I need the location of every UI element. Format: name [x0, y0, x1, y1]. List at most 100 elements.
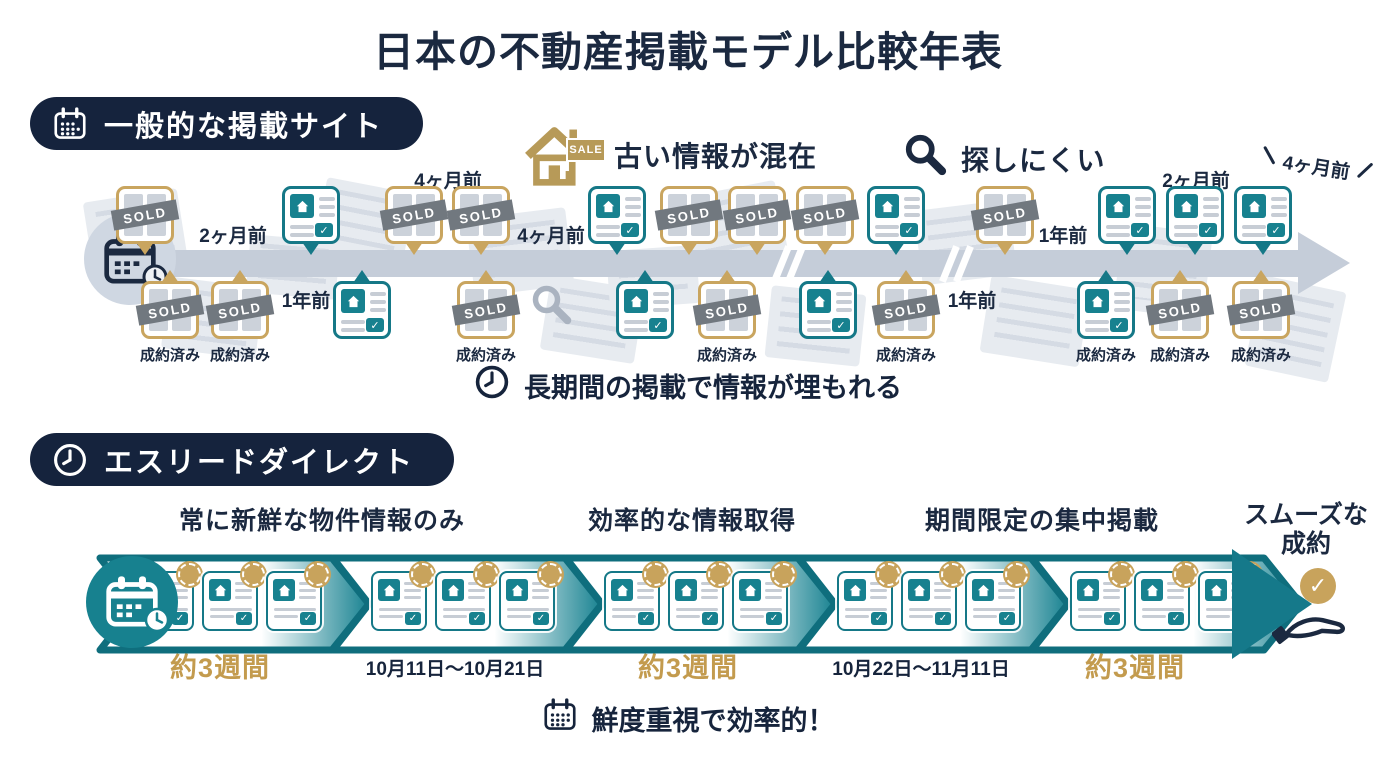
- new-badge-icon: [306, 563, 329, 586]
- house-icon: [290, 194, 314, 218]
- new-badge-icon: [1005, 563, 1028, 586]
- check-icon: ✓: [300, 612, 316, 625]
- house-icon: [624, 289, 648, 313]
- timeline-arrowhead: [1298, 232, 1350, 294]
- sold-card: SOLD: [871, 270, 941, 339]
- card-pointer: [302, 242, 320, 255]
- check-icon: ✓: [1199, 223, 1217, 237]
- listing-card: ✓: [282, 186, 340, 255]
- card-pointer: [1254, 242, 1272, 255]
- sale-sign-label: SALE: [566, 138, 606, 162]
- house-icon: [209, 579, 231, 601]
- check-icon: ✓: [315, 223, 333, 237]
- duration-label: 約3週間: [169, 653, 271, 683]
- sold-card: SOLD: [379, 186, 449, 255]
- section1-footer: 長期間の掲載で情報が埋もれる: [0, 364, 1376, 407]
- fresh-listing-card: ✓: [202, 563, 265, 631]
- new-badge-icon: [772, 563, 795, 586]
- check-icon: ✓: [1267, 223, 1285, 237]
- check-icon: ✓: [900, 223, 918, 237]
- card-pointer: [1097, 270, 1115, 283]
- sold-card: SOLD: [135, 270, 205, 339]
- page-title: 日本の不動産掲載モデル比較年表: [373, 29, 1003, 75]
- section1-header: 一般的な掲載サイト: [30, 97, 424, 150]
- card-pointer: [680, 242, 698, 255]
- sold-card: SOLD: [722, 186, 792, 255]
- contracted-label: 成約済み: [1230, 347, 1291, 364]
- house-icon: [972, 579, 994, 601]
- phase-title: 効率的な情報取得: [587, 507, 797, 535]
- check-icon: ✓: [832, 318, 850, 332]
- section2-header: エスリードダイレクト: [30, 433, 455, 486]
- check-icon: ✓: [236, 612, 252, 625]
- house-icon: [442, 579, 464, 601]
- annotation-old-info-label: 古い情報が混在: [614, 141, 818, 172]
- timeline-segment: ✓✓✓: [329, 554, 609, 654]
- check-icon: ✓: [1168, 612, 1184, 625]
- time-ago-label: 1年前: [947, 291, 997, 312]
- check-icon: ✓: [702, 612, 718, 625]
- clock-icon: [144, 607, 170, 638]
- card-pointer: [405, 242, 423, 255]
- listing-card: ✓: [333, 270, 391, 339]
- house-icon: [908, 579, 930, 601]
- check-icon: ✓: [1131, 223, 1149, 237]
- check-icon: ✓: [366, 318, 384, 332]
- fresh-listing-card: ✓: [732, 563, 795, 631]
- check-icon: ✓: [533, 612, 549, 625]
- phase-title: 常に新鮮な物件情報のみ: [178, 507, 466, 535]
- sold-card: SOLD: [446, 186, 516, 255]
- new-badge-icon: [411, 563, 434, 586]
- new-badge-icon: [242, 563, 265, 586]
- fresh-listing-card: ✓: [266, 563, 329, 631]
- fresh-listing-card: ✓: [668, 563, 731, 631]
- time-ago-label: 1年前: [1038, 226, 1088, 247]
- contracted-label: 成約済み: [209, 347, 270, 364]
- house-icon: [844, 579, 866, 601]
- house-icon: [1174, 194, 1198, 218]
- fresh-listing-card: ✓: [371, 563, 434, 631]
- sold-card: SOLD: [1145, 270, 1215, 339]
- house-icon: [1205, 579, 1227, 601]
- contracted-label: 成約済み: [455, 347, 516, 364]
- section2-footer-label: 鮮度重視で効率的！: [591, 706, 835, 736]
- listing-card: ✓: [1166, 186, 1224, 255]
- calendar-icon: [52, 106, 88, 142]
- card-pointer: [1252, 270, 1270, 283]
- sold-card: SOLD: [970, 186, 1040, 255]
- house-icon: [341, 289, 365, 313]
- contracted-label: 成約済み: [1075, 347, 1136, 364]
- check-circle-icon: ✓: [1300, 568, 1336, 604]
- time-ago-label: 1年前: [281, 291, 331, 312]
- card-pointer: [472, 242, 490, 255]
- card-pointer: [231, 270, 249, 283]
- contracted-label: 成約済み: [875, 347, 936, 364]
- listing-card: ✓: [867, 186, 925, 255]
- sold-card: SOLD: [1226, 270, 1296, 339]
- time-ago-label: 4ヶ月前: [1281, 148, 1352, 185]
- card-pointer: [477, 270, 495, 283]
- house-icon: [611, 579, 633, 601]
- check-icon: ✓: [871, 612, 887, 625]
- card-pointer: [1186, 242, 1204, 255]
- fresh-listing-card: ✓: [901, 563, 964, 631]
- new-badge-icon: [644, 563, 667, 586]
- card-pointer: [1118, 242, 1136, 255]
- contracted-label: 成約済み: [696, 347, 757, 364]
- check-icon: ✓: [405, 612, 421, 625]
- direct-start-calendar-icon: [86, 556, 178, 648]
- sold-card: SOLD: [654, 186, 724, 255]
- check-icon: ✓: [649, 318, 667, 332]
- duration-label: 約3週間: [637, 653, 739, 683]
- house-icon: [1242, 194, 1266, 218]
- time-ago-label: 2ヶ月前: [199, 226, 267, 247]
- section2-header-label: エスリードダイレクト: [104, 446, 415, 479]
- card-pointer: [608, 242, 626, 255]
- new-badge-icon: [941, 563, 964, 586]
- annotation-old-info: SALE 古い情報が混在: [518, 122, 817, 188]
- card-pointer: [748, 242, 766, 255]
- house-icon: [739, 579, 761, 601]
- final-arrowhead: [1232, 549, 1312, 659]
- listing-card: ✓: [799, 270, 857, 339]
- house-icon: [675, 579, 697, 601]
